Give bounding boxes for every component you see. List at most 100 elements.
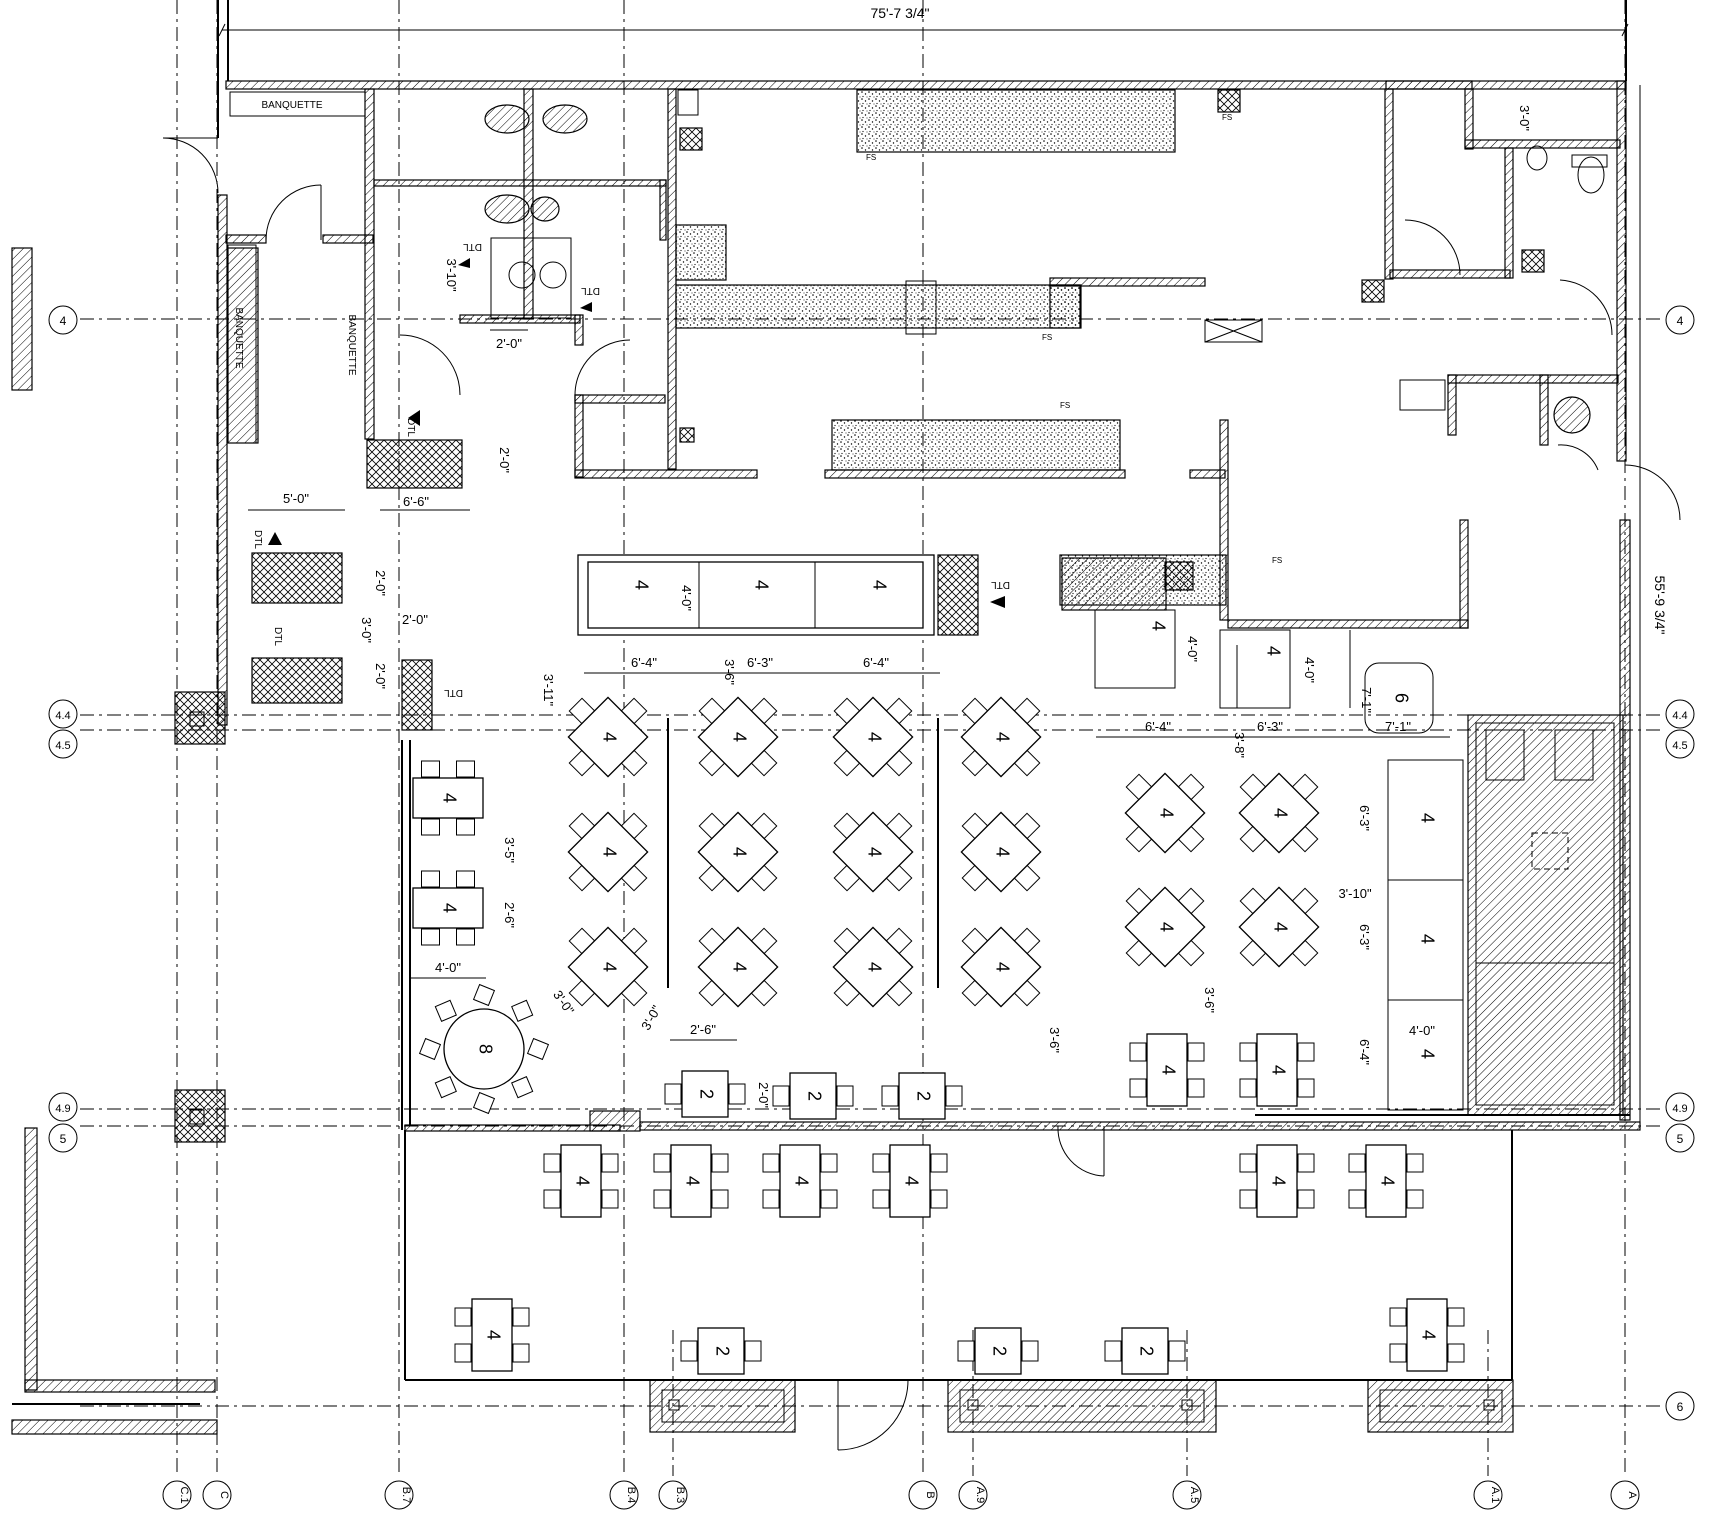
table-seat-count: 8: [475, 1044, 495, 1054]
chair: [1168, 1340, 1186, 1362]
dtl-label: DTL: [581, 285, 600, 296]
grid-label-col-a: A: [1626, 1491, 1638, 1499]
dim-3-10-top: 3'-10": [444, 258, 459, 292]
chair: [836, 1085, 854, 1107]
chair: [526, 1037, 550, 1061]
booth-table[interactable]: 4: [751, 580, 771, 590]
grid-label-col-a5: A.5: [1188, 1487, 1200, 1504]
table-four-top[interactable]: 4: [1238, 886, 1320, 968]
grid-label-right-6: 6: [1677, 1400, 1684, 1414]
dim-4-0-right: 4'-0": [1185, 636, 1200, 662]
chair: [543, 1189, 561, 1209]
overall-dimensions: 75'-7 3/4" 55'-9 3/4": [218, 5, 1668, 1130]
table-four-top[interactable]: 4: [653, 1144, 729, 1218]
table-four-top[interactable]: 4: [832, 696, 914, 778]
table-two-top[interactable]: 2: [680, 1327, 762, 1375]
booth-table[interactable]: 4: [1148, 621, 1168, 631]
table-four-top[interactable]: 4: [567, 926, 649, 1008]
table-two-top[interactable]: 2: [772, 1072, 854, 1120]
dim-3-0-top: 3'-0": [1517, 105, 1532, 131]
table-four-top[interactable]: 4: [697, 926, 779, 1008]
table-seat-count: 4: [729, 847, 749, 857]
table-seat-count: 4: [1156, 922, 1176, 932]
table-four-top[interactable]: 4: [412, 870, 484, 946]
table-seat-count: 4: [992, 732, 1012, 742]
table-two-top[interactable]: 2: [957, 1327, 1039, 1375]
table-seat-count: 4: [1268, 1065, 1288, 1075]
booth-table[interactable]: 4: [1417, 934, 1437, 944]
table-seat-count: 4: [1417, 813, 1437, 823]
table-seat-count: 4: [483, 1330, 503, 1340]
table-two-top[interactable]: 2: [881, 1072, 963, 1120]
chair: [930, 1189, 948, 1209]
chair: [957, 1340, 975, 1362]
dim-6-4-b: 6'-4": [863, 655, 889, 670]
dtl-label: DTL: [272, 627, 283, 646]
dtl-label: DTL: [463, 241, 482, 252]
table-four-top[interactable]: 4: [1129, 1033, 1205, 1107]
table-four-top[interactable]: 4: [960, 926, 1042, 1008]
chair: [664, 1083, 682, 1105]
table-four-top[interactable]: 4: [543, 1144, 619, 1218]
dim-2-0-b: 2'-0": [402, 612, 428, 627]
table-six-top[interactable]: 6: [1391, 693, 1411, 703]
chair: [511, 1076, 534, 1099]
table-four-top[interactable]: 4: [762, 1144, 838, 1218]
dim-2-0-a: 2'-0": [373, 570, 388, 596]
table-four-top[interactable]: 4: [697, 811, 779, 893]
grid-label-col-b3: B.3: [674, 1487, 686, 1504]
table-seat-count: 4: [864, 732, 884, 742]
table-four-top[interactable]: 4: [412, 760, 484, 836]
table-four-top[interactable]: 4: [454, 1298, 530, 1372]
table-four-top[interactable]: 4: [697, 696, 779, 778]
chair: [653, 1189, 671, 1209]
table-four-top[interactable]: 4: [1124, 886, 1206, 968]
booth-table[interactable]: 4: [1417, 813, 1437, 823]
fs-label: FS: [1060, 401, 1070, 410]
table-seat-count: 2: [1136, 1346, 1156, 1356]
table-four-top[interactable]: 4: [832, 926, 914, 1008]
fs-label: FS: [866, 153, 876, 162]
fs-label: FS: [1042, 333, 1052, 342]
dim-4-0-left: 4'-0": [435, 960, 461, 975]
table-four-top[interactable]: 4: [1124, 772, 1206, 854]
table-seat-count: 4: [1148, 621, 1168, 631]
table-seat-count: 4: [901, 1176, 921, 1186]
chair: [1297, 1042, 1315, 1062]
table-four-top[interactable]: 4: [960, 811, 1042, 893]
table-four-top[interactable]: 4: [872, 1144, 948, 1218]
chair: [653, 1153, 671, 1173]
table-two-top[interactable]: 2: [664, 1070, 746, 1118]
booth-table[interactable]: 4: [869, 580, 889, 590]
grid-label-right-5: 5: [1677, 1132, 1684, 1146]
booth-table[interactable]: 4: [1263, 646, 1283, 656]
table-four-top[interactable]: 4: [1238, 772, 1320, 854]
table-four-top[interactable]: 4: [567, 696, 649, 778]
chair: [511, 999, 534, 1022]
table-four-top[interactable]: 4: [1389, 1298, 1465, 1372]
chair: [711, 1153, 729, 1173]
table-seat-count: 4: [1418, 1330, 1438, 1340]
table-four-top[interactable]: 4: [1239, 1144, 1315, 1218]
chair: [456, 818, 475, 836]
dim-2-0-c: 2'-0": [373, 663, 388, 689]
booth-table[interactable]: 4: [1417, 1049, 1437, 1059]
table-four-top[interactable]: 4: [1239, 1033, 1315, 1107]
table-two-top[interactable]: 2: [1104, 1327, 1186, 1375]
fs-label: FS: [1222, 113, 1232, 122]
chair: [418, 1037, 442, 1061]
table-seat-count: 4: [791, 1176, 811, 1186]
grid-label-col-b: B: [924, 1491, 936, 1498]
chair: [1129, 1042, 1147, 1062]
grid-label-left-5: 5: [60, 1132, 67, 1146]
table-four-top[interactable]: 4: [832, 811, 914, 893]
booth-table[interactable]: 4: [631, 580, 651, 590]
table-four-top[interactable]: 4: [1348, 1144, 1424, 1218]
chair: [744, 1340, 762, 1362]
table-eight-top[interactable]: 8: [418, 983, 550, 1115]
dim-2-0-vert: 2'-0": [497, 447, 512, 473]
chair: [1389, 1343, 1407, 1363]
table-four-top[interactable]: 4: [960, 696, 1042, 778]
chair: [1406, 1189, 1424, 1209]
table-four-top[interactable]: 4: [567, 811, 649, 893]
